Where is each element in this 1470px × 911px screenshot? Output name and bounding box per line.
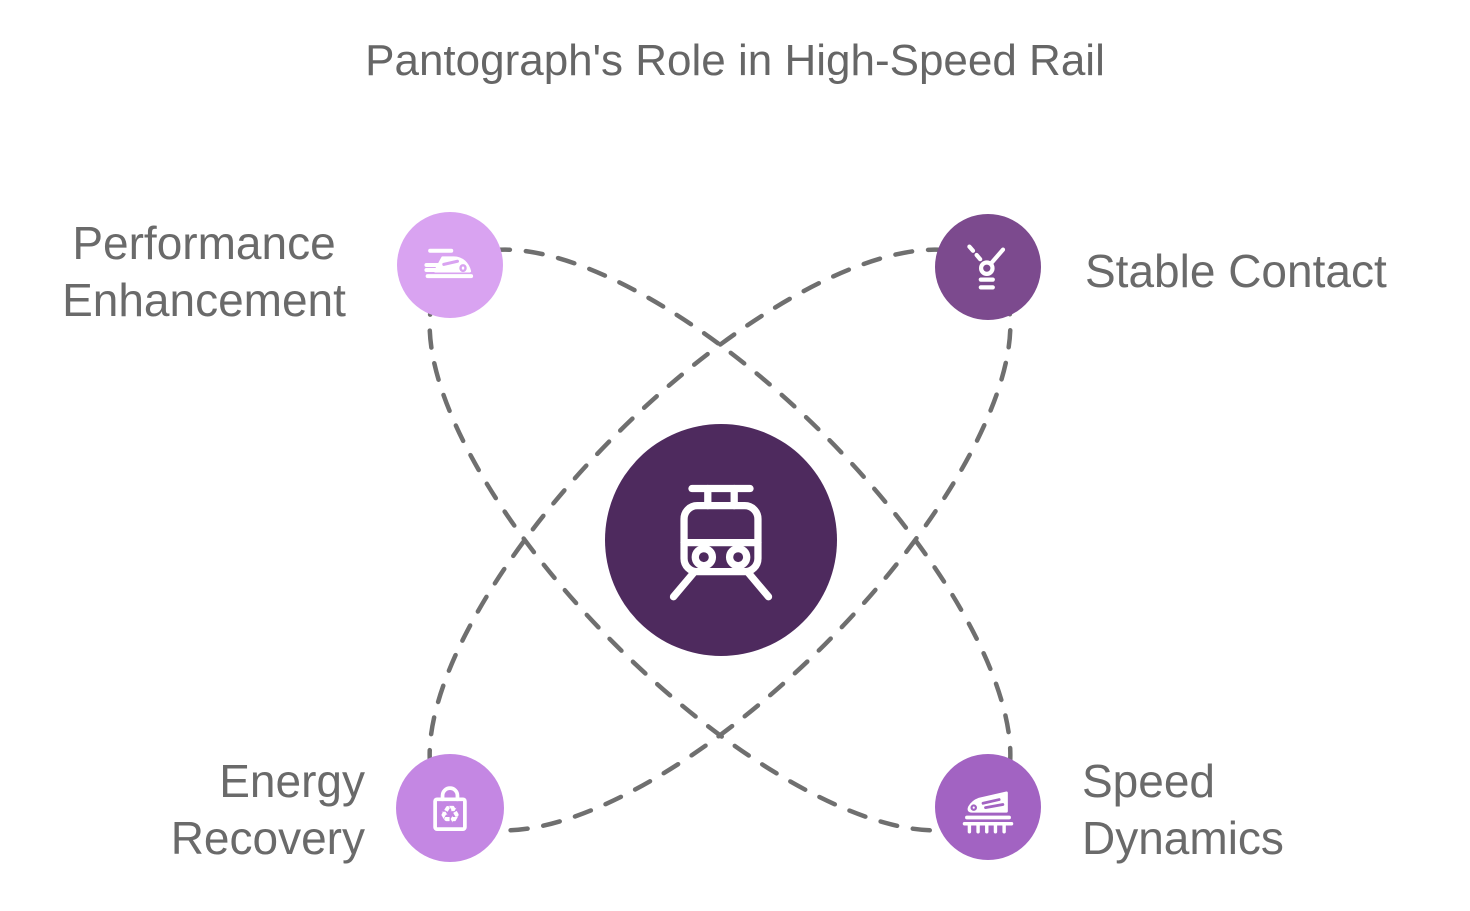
label-energy-recovery: Energy Recovery (170, 755, 365, 864)
page-title: Pantograph's Role in High-Speed Rail (365, 36, 1105, 85)
label-performance-enhancement: Performance Enhancement (62, 217, 346, 326)
node-circle-performance-enhancement[interactable] (397, 212, 503, 318)
contact-spark-icon (967, 244, 1006, 290)
node-circle-energy-recovery[interactable]: ♻ (396, 754, 504, 862)
label-speed-dynamics: Speed Dynamics (1082, 755, 1284, 864)
node-circle-speed-dynamics[interactable] (935, 754, 1041, 860)
recycle-bag-icon: ♻ (433, 786, 467, 831)
svg-text:♻: ♻ (439, 800, 460, 828)
high-speed-train-icon (424, 248, 474, 279)
node-circle-stable-contact[interactable] (935, 214, 1041, 320)
tram-pantograph-icon (669, 484, 773, 601)
center-hub-circle[interactable] (605, 424, 837, 656)
train-on-track-icon (962, 791, 1014, 834)
label-stable-contact: Stable Contact (1085, 245, 1387, 297)
